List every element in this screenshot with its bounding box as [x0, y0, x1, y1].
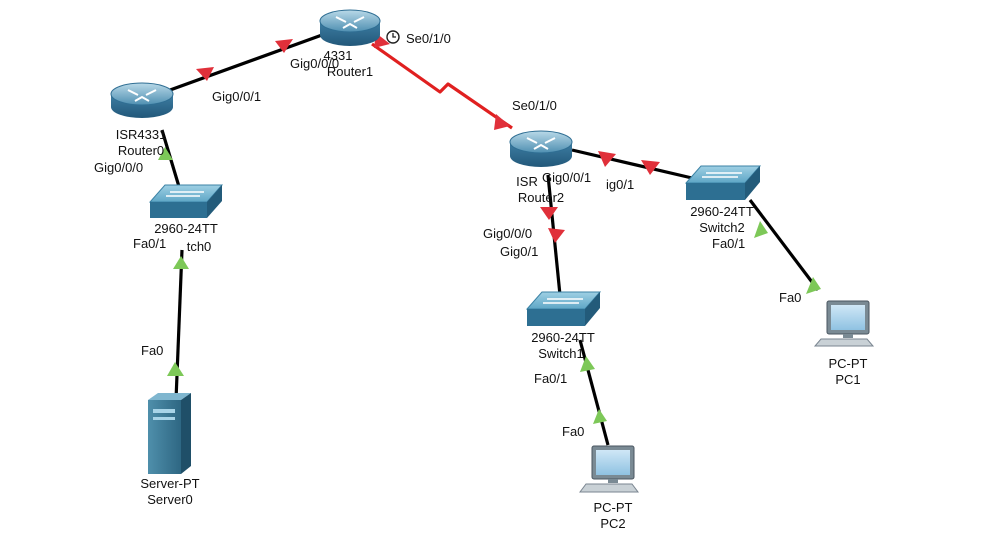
pc2-name-label: PC2 [600, 516, 626, 531]
port-label-r2-se010: Se0/1/0 [512, 98, 557, 113]
switch1-model-label: 2960-24TT [531, 330, 595, 345]
status-up-sw2-fa01 [754, 221, 768, 238]
status-down-r0-gig001 [196, 67, 214, 81]
switch2-name-label: Switch2 [699, 220, 745, 235]
port-label-r2-gig000: Gig0/0/0 [483, 226, 533, 241]
link-router0-router1[interactable] [147, 33, 323, 100]
status-up-pc1-fa0 [806, 277, 821, 294]
port-label-sw2-fa01: Fa0/1 [712, 236, 746, 251]
port-label-server-fa0: Fa0 [141, 343, 164, 358]
status-down-r2-se010 [494, 114, 510, 130]
port-label-r2-gig001: Gig0/0/1 [542, 170, 592, 185]
status-up-sw1-fa01 [580, 356, 595, 372]
clock-icon [386, 30, 400, 44]
switch0-name-label: tch0 [186, 239, 212, 254]
port-label-sw1-fa01: Fa0/1 [534, 371, 568, 386]
router2-name-label: Router2 [517, 190, 565, 205]
status-down-r2-gig000 [540, 207, 558, 220]
status-down-r2-gig001 [598, 151, 616, 167]
server0-icon[interactable] [148, 393, 191, 474]
switch0-icon[interactable] [148, 184, 224, 218]
status-up-sw0-fa01 [173, 256, 189, 269]
status-down-sw1-gig01 [548, 228, 565, 243]
router1-name-label: Router1 [326, 64, 374, 79]
link-switch1-pc2[interactable] [578, 339, 610, 446]
switch0-model-label: 2960-24TT [154, 221, 218, 236]
port-label-r0-gig000: Gig0/0/0 [94, 160, 144, 175]
link-switch0-server0[interactable] [174, 249, 184, 401]
status-up-pc2-fa0 [593, 409, 607, 424]
status-down-sw2-gig01 [641, 160, 660, 175]
switch1-icon[interactable] [525, 291, 602, 326]
status-down-r1-gig000 [275, 39, 293, 53]
port-label-pc1-fa0: Fa0 [779, 290, 802, 305]
switch1-name-label: Switch1 [538, 346, 584, 361]
router0-model-label: ISR4331 [115, 127, 167, 142]
link-switch2-pc1[interactable] [748, 199, 820, 291]
pc2-icon[interactable] [579, 445, 639, 493]
pc1-name-label: PC1 [835, 372, 861, 387]
link-router1-router2-serial[interactable] [371, 42, 513, 130]
pc1-model-label: PC-PT [828, 356, 868, 371]
switch2-model-label: 2960-24TT [690, 204, 754, 219]
router0-icon[interactable] [110, 82, 174, 118]
status-up-r0-gig000 [158, 147, 173, 160]
port-label-pc2-fa0: Fa0 [562, 424, 585, 439]
pc2-model-label: PC-PT [593, 500, 633, 515]
port-label-sw1-gig01: Gig0/1 [500, 244, 539, 259]
server0-model-label: Server-PT [140, 476, 200, 491]
status-up-server-fa0 [167, 362, 184, 376]
port-label-sw0-fa01: Fa0/1 [133, 236, 167, 251]
port-label-r1-se010: Se0/1/0 [406, 31, 451, 46]
server0-name-label: Server0 [147, 492, 193, 507]
link-router2-switch2[interactable] [571, 148, 693, 180]
router1-icon[interactable] [319, 9, 381, 46]
router0-name-label: Router0 [117, 143, 165, 158]
port-label-sw2-gig01: ig0/1 [606, 177, 635, 192]
router2-model-label: ISR [516, 174, 538, 189]
router1-model-label: 4331 [323, 48, 353, 63]
port-label-r1-gig000: Gig0/0/0 [290, 56, 340, 71]
port-label-r0-gig001: Gig0/0/1 [212, 89, 262, 104]
pc1-icon[interactable] [813, 300, 875, 347]
router2-icon[interactable] [509, 130, 573, 167]
switch2-icon[interactable] [684, 165, 762, 200]
